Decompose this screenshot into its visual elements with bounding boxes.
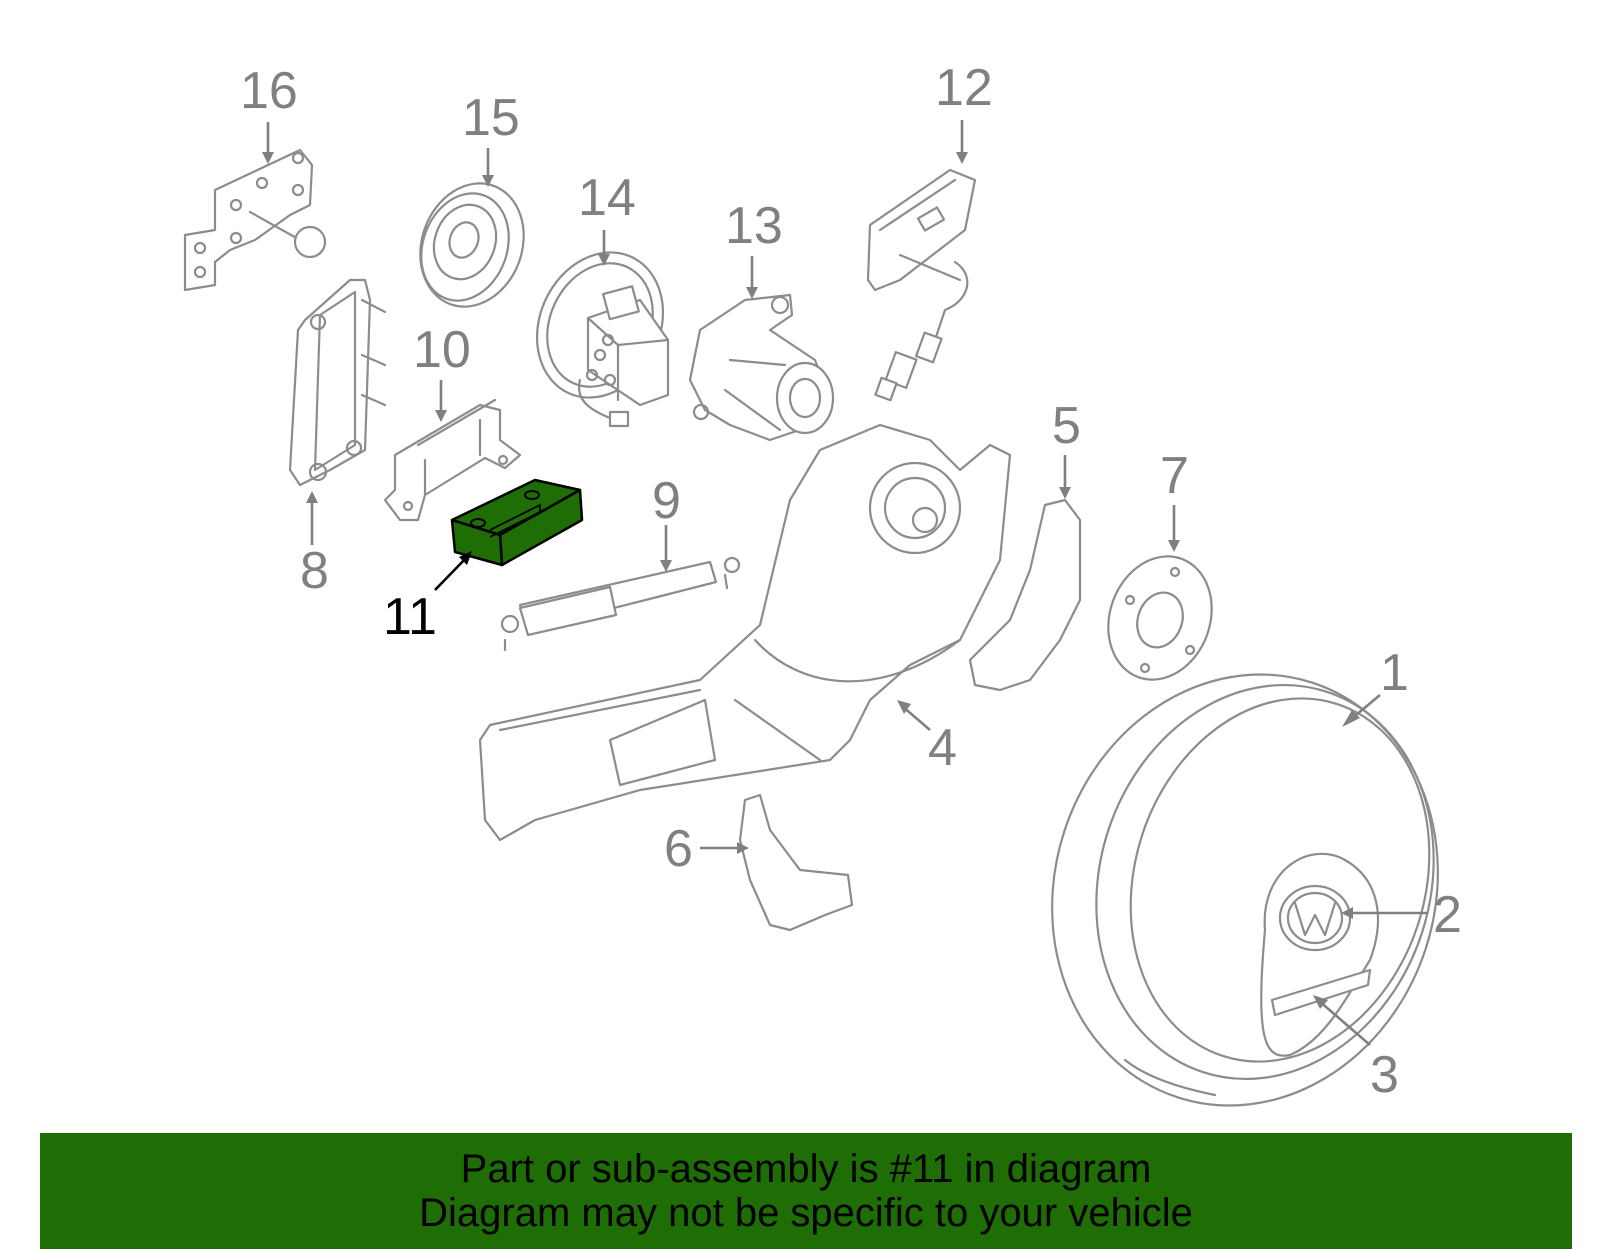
part-2-emblem [1260,852,1380,1057]
callout-label-5: 5 [1052,397,1081,455]
callout-labels: 16 15 14 13 12 10 8 9 11 5 7 1 4 6 2 3 [240,59,1462,1104]
part-9-gas-strut [500,556,741,652]
part-13-actuator [688,293,835,442]
part-11-block-highlighted[interactable] [450,478,584,567]
callout-label-1: 1 [1380,644,1409,702]
banner-line-disclaimer: Diagram may not be specific to your vehi… [419,1191,1193,1235]
callout-label-14: 14 [578,169,636,227]
part-8-bracket [288,278,387,487]
callout-label-8: 8 [300,542,329,600]
callout-arrows [262,120,1428,1046]
part-5-cover [968,498,1082,692]
callout-label-11: 11 [383,588,437,646]
part-16-hinge-bracket [183,148,327,292]
callout-label-3: 3 [1370,1046,1399,1104]
part-3-badge-strip [1270,968,1372,1017]
callout-label-9: 9 [652,472,681,530]
callout-label-13: 13 [725,197,783,255]
callout-label-4: 4 [928,719,957,777]
callout-label-6: 6 [664,820,693,878]
part-6-flap [738,793,854,932]
callout-label-16: 16 [240,62,298,120]
banner-line-part-info: Part or sub-assembly is #11 in diagram [460,1147,1152,1191]
part-14-motor-assembly [535,251,670,428]
part-12-latch [866,168,977,402]
footer-banner: Part or sub-assembly is #11 in diagram D… [40,1133,1572,1249]
part-4-carrier-arm [478,423,1012,842]
part-1-spare-wheel-cover [1051,673,1439,1107]
part-10-bracket [383,398,522,522]
callout-label-10: 10 [413,321,471,379]
callout-label-2: 2 [1433,886,1462,944]
part-7-round-plate [1107,555,1213,681]
callout-label-12: 12 [935,59,993,117]
callout-label-7: 7 [1160,447,1189,505]
part-15-round-cover [419,182,525,308]
callout-label-15: 15 [462,89,520,147]
